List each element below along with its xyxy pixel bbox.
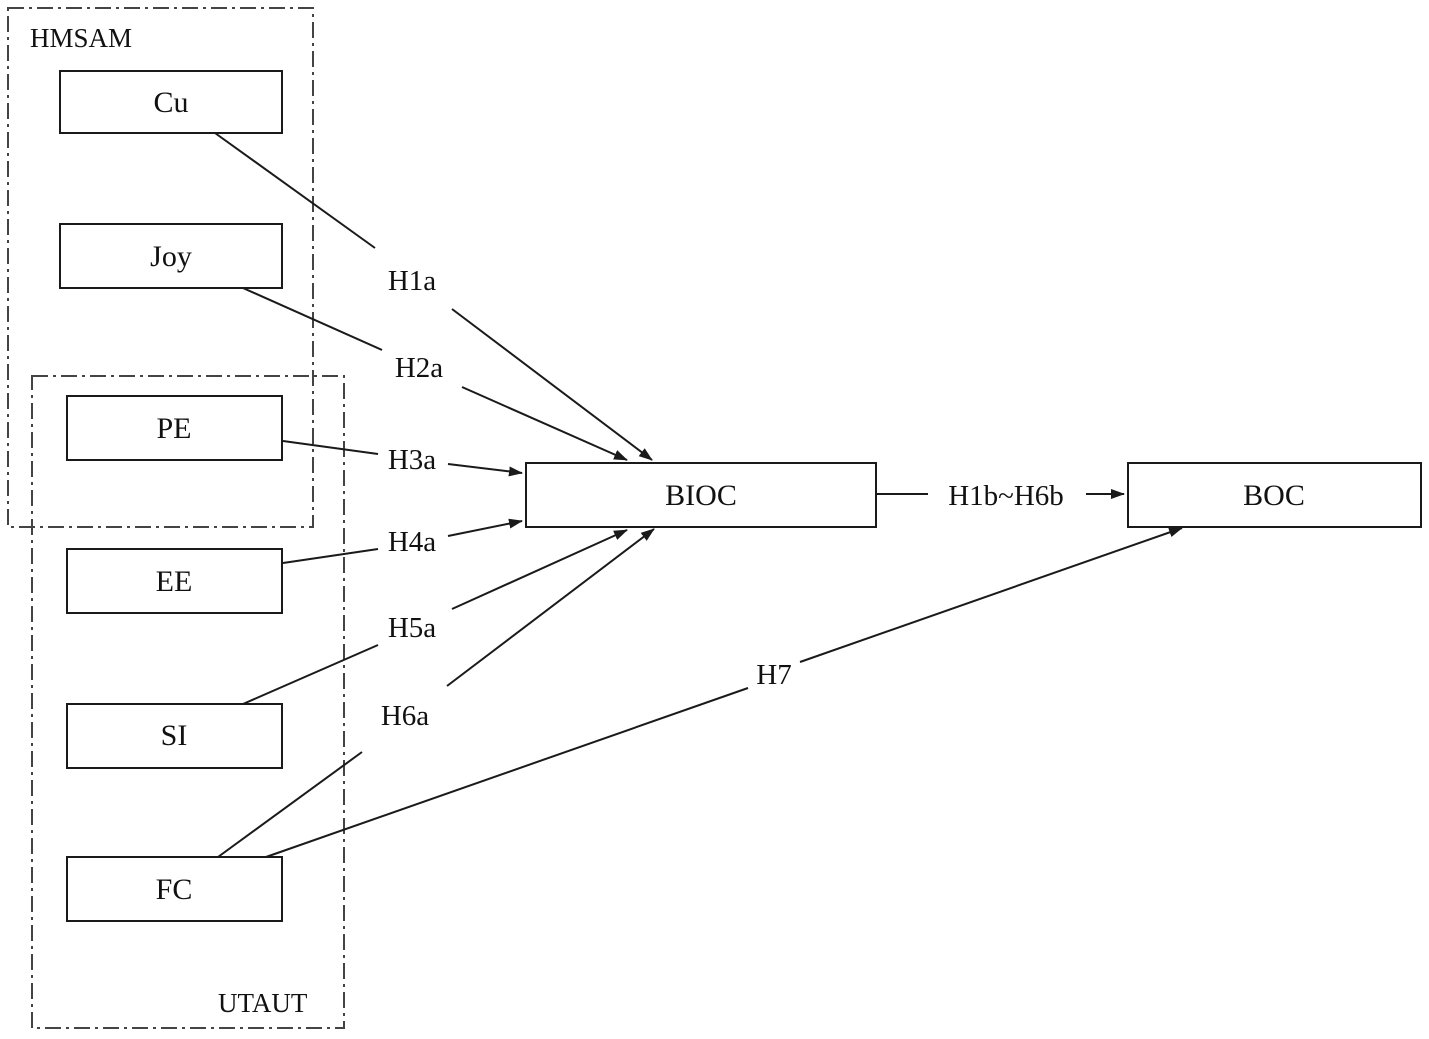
edge-h1a: [214, 132, 653, 461]
node-ee-label: EE: [156, 565, 193, 598]
node-si-label: SI: [161, 719, 188, 752]
hypothesis-label-h3a: H3a: [388, 444, 436, 476]
hypothesis-label-h2a: H2a: [395, 352, 443, 384]
hypothesis-label-h1b-h6b: H1b~H6b: [948, 480, 1064, 512]
node-fc: FC: [66, 856, 283, 922]
node-boc: BOC: [1127, 462, 1422, 528]
node-joy-label: Joy: [150, 240, 192, 273]
utaut-group-label: UTAUT: [218, 988, 308, 1018]
node-cu-label: Cu: [153, 86, 188, 119]
utaut-group-frame: [31, 375, 345, 1029]
node-pe: PE: [66, 395, 283, 461]
node-pe-label: PE: [156, 412, 191, 445]
edge-h7: [265, 527, 1183, 858]
hmsam-group-label: HMSAM: [30, 23, 132, 53]
hypothesis-label-h1a: H1a: [388, 265, 436, 297]
node-fc-label: FC: [156, 873, 193, 906]
node-ee: EE: [66, 548, 283, 614]
node-boc-label: BOC: [1243, 479, 1305, 512]
edge-h4a: [282, 518, 523, 564]
node-si: SI: [66, 703, 283, 769]
node-bioc-label: BIOC: [665, 479, 737, 512]
hypothesis-label-h5a: H5a: [388, 612, 436, 644]
node-cu: Cu: [59, 70, 283, 134]
node-joy: Joy: [59, 223, 283, 289]
edge-h3a: [282, 440, 523, 477]
hypothesis-label-h7: H7: [756, 659, 791, 691]
edge-h5a: [242, 529, 628, 705]
edge-h2a: [242, 287, 628, 461]
hmsam-group-frame: [7, 7, 314, 528]
hypothesis-label-h4a: H4a: [388, 526, 436, 558]
edge-h6a: [217, 528, 655, 858]
node-bioc: BIOC: [525, 462, 877, 528]
hypothesis-label-h6a: H6a: [381, 700, 429, 732]
